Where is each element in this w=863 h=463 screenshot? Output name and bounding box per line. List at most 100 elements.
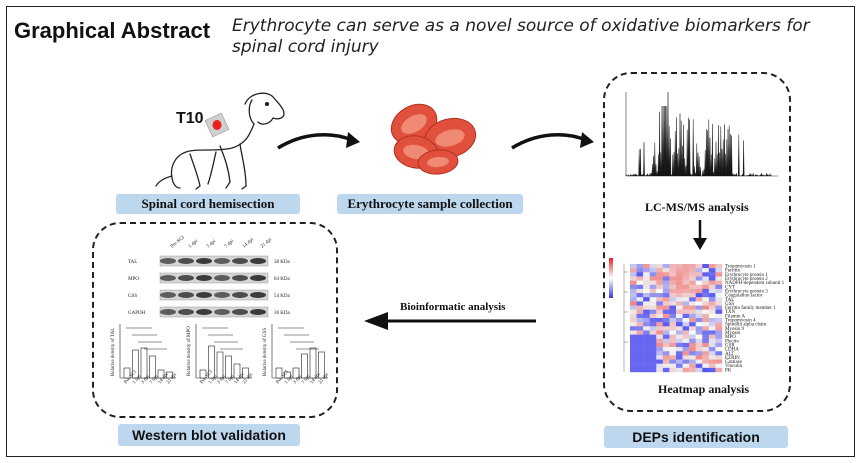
- blot-band: [250, 275, 266, 281]
- t10-label: T10: [176, 110, 204, 127]
- bar: [275, 367, 283, 379]
- erythrocyte-cells: [390, 103, 477, 175]
- arrow-left: [364, 312, 536, 330]
- bar: [149, 355, 156, 379]
- blot-band: [160, 258, 176, 264]
- lcms-chromatogram: [625, 91, 778, 177]
- bar-ylabel: Relative density of GSS: [263, 328, 268, 376]
- sample-collection-label: Erythrocyte sample collection: [337, 194, 523, 214]
- blot-band: [214, 258, 230, 264]
- blot-size-label: 54 KDa: [274, 294, 290, 299]
- blot-band: [214, 309, 230, 315]
- heatmap-protein-label: EZRIN: [725, 356, 740, 361]
- heatmap-protein-label: Erythrocyte protein 3: [725, 289, 768, 294]
- lcms-label: LC-MS/MS analysis: [645, 200, 749, 214]
- blot-band: [250, 309, 266, 315]
- bar: [132, 349, 139, 379]
- blot-lane-label: 1 dpi: [188, 239, 199, 250]
- blot-band: [214, 275, 230, 281]
- bar: [233, 363, 241, 379]
- heatmap-protein-label: Filamin A: [725, 314, 746, 319]
- bar: [242, 367, 249, 379]
- blot-lane-label: 3 dpi: [206, 239, 217, 250]
- blot-band: [232, 258, 248, 264]
- blot-band: [232, 275, 248, 281]
- blot-protein-label: GSS: [128, 294, 137, 299]
- heatmap-protein-label: Ferritin family member 1: [725, 306, 776, 311]
- blot-size-label: 84 KDa: [274, 277, 290, 282]
- bar: [199, 369, 207, 379]
- blot-band: [178, 309, 194, 315]
- blot-band: [196, 309, 212, 315]
- heatmap-protein-label: Erythrocyte protein 1: [725, 273, 768, 278]
- bar: [225, 355, 232, 379]
- blot-protein-label: GAPDH: [128, 311, 146, 316]
- arrow-down: [693, 220, 707, 250]
- bar: [216, 351, 224, 379]
- blot-band: [250, 258, 266, 264]
- abstract-title: Graphical Abstract: [14, 18, 211, 43]
- heatmap-protein-label: Vinculin: [725, 364, 743, 369]
- bar-ylabel: Relative density of MPO: [187, 326, 192, 376]
- heatmap-label: Heatmap analysis: [658, 382, 750, 396]
- arrow-2: [511, 132, 594, 150]
- blot-protein-label: MPO: [128, 277, 139, 282]
- bar-xlabel: 1 dpi: [132, 374, 143, 385]
- bar-xlabel: 7 dpi: [225, 374, 236, 385]
- blot-lane-label: Pre-SCI: [170, 235, 186, 249]
- blot-band: [178, 292, 194, 298]
- heatmap-protein-label: Catalase: [725, 360, 743, 365]
- bar: [208, 345, 215, 379]
- bar-xlabel: 3 dpi: [293, 374, 304, 385]
- blot-band: [178, 258, 194, 264]
- rbc-4: [417, 149, 459, 175]
- bar-xlabel: 1 dpi: [284, 374, 295, 385]
- bar-ylabel: Relative density of TAL: [111, 328, 116, 376]
- bar-xlabel: 3 dpi: [217, 374, 228, 385]
- blot-protein-label: TAL: [128, 260, 137, 265]
- bar: [166, 371, 173, 379]
- heatmap-protein-label: MPO: [725, 335, 736, 340]
- blot-size-label: 38 KDa: [274, 260, 290, 265]
- bar: [123, 367, 131, 379]
- blot-band: [250, 292, 266, 298]
- injury-marker: [212, 120, 222, 130]
- blot-lane-label: 7 dpi: [224, 239, 235, 250]
- bioinformatic-label: Bioinformatic analysis: [400, 301, 506, 313]
- heatmap-protein-label: TXN: [725, 310, 736, 315]
- bar-xlabel: 7 dpi: [149, 374, 160, 385]
- heatmap-protein-label: CYT: [725, 285, 735, 290]
- blot-band: [232, 309, 248, 315]
- bar: [309, 347, 317, 379]
- heatmap-protein-label: Spindlin alpha chain: [725, 323, 767, 328]
- bar-xlabel: 3 dpi: [141, 374, 152, 385]
- western-panel: [92, 222, 338, 418]
- heatmap-protein-label: Myosin 9: [725, 327, 745, 332]
- blot-band: [178, 275, 194, 281]
- blot-band: [160, 275, 176, 281]
- heatmap-protein-label: PK: [725, 368, 732, 373]
- bar: [301, 353, 308, 379]
- heatmap-protein-label: Coagulation factor: [725, 294, 763, 299]
- abstract-subtitle: Erythrocyte can serve as a novel source …: [232, 16, 810, 57]
- bar: [157, 369, 165, 379]
- arrow-1: [277, 132, 360, 150]
- blot-lane-label: 14 dpi: [242, 237, 255, 249]
- heatmap-protein-label: GSS: [725, 302, 734, 307]
- heatmap-protein-label: Myosin: [725, 331, 741, 336]
- blot-band: [214, 292, 230, 298]
- heatmap-protein-label: NADPH-dependent subunit 1: [725, 281, 785, 286]
- rbc-1: [390, 103, 438, 145]
- heatmap-protein-label: Tropomyosin 1: [725, 265, 756, 270]
- heatmap-protein-label: LDHA: [725, 348, 739, 353]
- blot-band: [196, 275, 212, 281]
- heatmap-protein-label: TAL: [725, 298, 734, 303]
- bar-xlabel: 1 dpi: [208, 374, 219, 385]
- heatmap-protein-label: Erythrocyte protein 2: [725, 277, 768, 282]
- heatmap-protein-label: Plectin: [725, 339, 739, 344]
- blot-band: [232, 292, 248, 298]
- bar: [318, 351, 325, 379]
- bar: [292, 367, 300, 379]
